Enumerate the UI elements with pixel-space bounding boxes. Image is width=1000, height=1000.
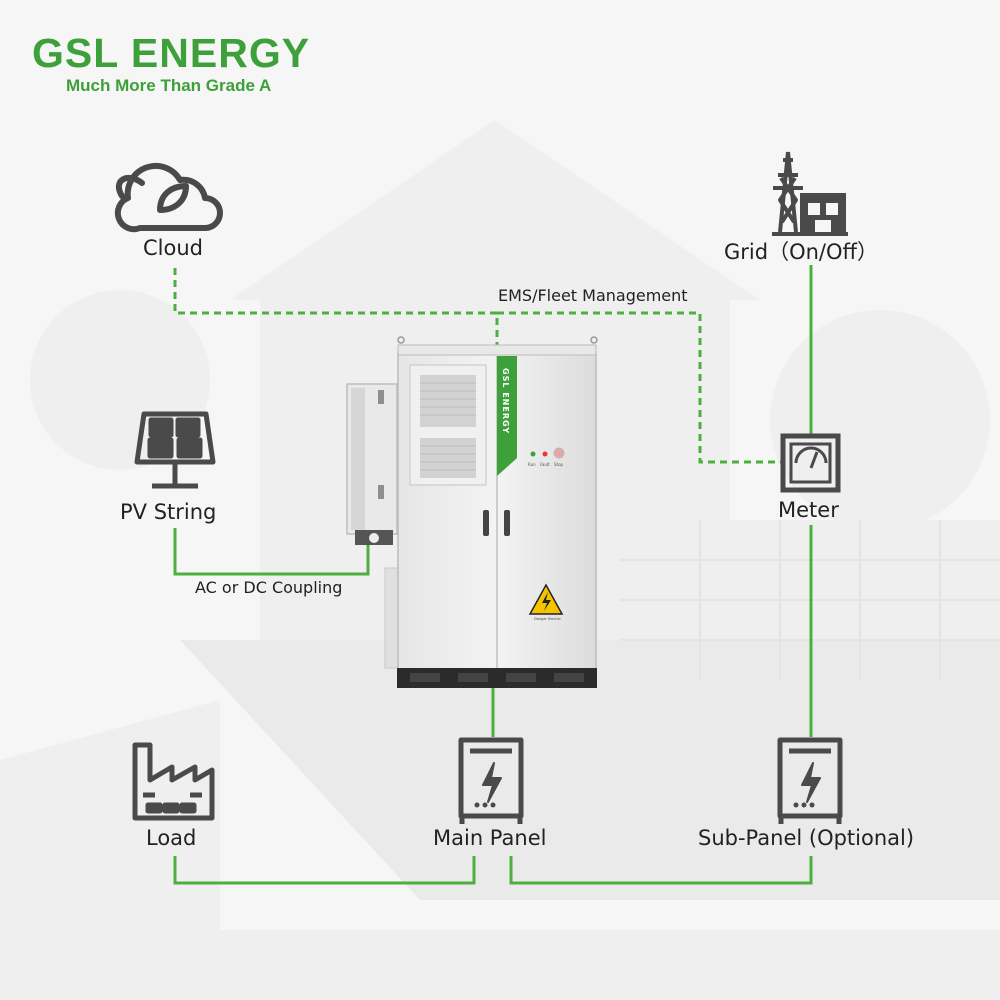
cabinet-handle-right [504,510,510,536]
meter-gauge-icon [780,433,841,493]
electrical-panel-icon [458,737,524,824]
cabinet-brand-strip [497,356,517,476]
factory-icon [132,742,215,821]
cabinet-indicators: Run Fault Stop [528,447,565,467]
brand-tagline: Much More Than Grade A [66,76,272,95]
mainpanel-subpanel-link [509,856,813,885]
warning-sign-icon: Danger Electric [528,583,564,621]
indicator-fault: Fault [540,462,550,467]
node-label-pv-string: PV String [120,500,217,524]
solar-panel-icon [134,411,216,489]
node-label-meter: Meter [778,498,839,522]
node-label-sub-panel: Sub-Panel (Optional) [698,826,915,850]
node-label-main-panel: Main Panel [433,826,547,850]
cloud-leaf-icon [114,162,223,233]
node-label-grid: Grid（On/Off） [724,240,878,264]
cabinet-base [397,668,597,688]
indicator-run: Run [528,462,536,467]
sub-panel-icon [777,737,843,824]
link-label-coupling: AC or DC Coupling [195,578,343,597]
load-mainpanel-link [173,856,476,885]
cabinet-vents [409,364,487,486]
cloud-ems-link [173,268,499,345]
link-label-ems: EMS/Fleet Management [498,286,688,305]
transmission-tower-icon [772,151,848,236]
cabinet-handle-left [483,510,489,536]
pv-cabinet-link [173,528,370,576]
warning-text: Danger Electric [534,617,561,621]
cabinet-side-brand: GSL ENERGY [501,368,510,434]
node-label-load: Load [146,826,197,850]
side-converter-box [346,383,398,545]
node-label-cloud: Cloud [143,236,203,260]
brand-logo: GSL ENERGY [32,30,311,76]
indicator-stop: Stop [554,462,564,467]
ems-meter-link [497,311,782,464]
